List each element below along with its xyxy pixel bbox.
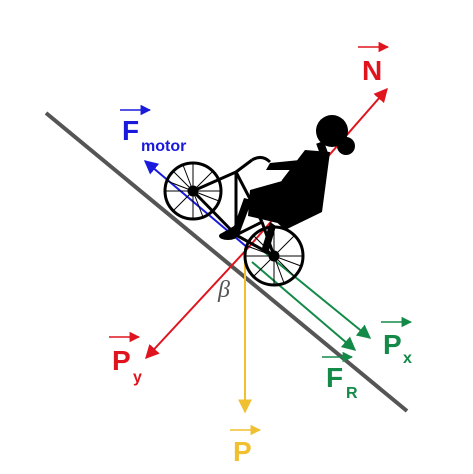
px-force-arrow (261, 249, 372, 339)
motor-force-label: F motor (120, 104, 186, 155)
normal-force-label: N (358, 41, 390, 86)
angle-label: β (217, 277, 230, 303)
friction-force-subscript: R (346, 385, 358, 402)
friction-force-label: F R (322, 351, 358, 402)
py-force-subscript: y (133, 369, 142, 386)
px-force-subscript: x (403, 350, 412, 367)
py-force-arrow (145, 247, 249, 360)
weight-force-label: P (230, 424, 262, 467)
py-force-label: P y (109, 331, 142, 386)
motor-force-letter: F (122, 115, 139, 146)
px-force-label: P x (381, 316, 413, 367)
px-force-letter: P (383, 329, 402, 360)
py-force-letter: P (112, 345, 131, 376)
incline-line (44, 111, 409, 413)
motor-force-subscript: motor (141, 138, 186, 155)
cyclist-silhouette-icon (163, 115, 355, 287)
weight-force-letter: P (233, 436, 252, 467)
bicycle-icon (163, 155, 305, 287)
friction-force-letter: F (326, 362, 343, 393)
normal-force-letter: N (362, 55, 382, 86)
friction-force-arrow (251, 261, 357, 351)
